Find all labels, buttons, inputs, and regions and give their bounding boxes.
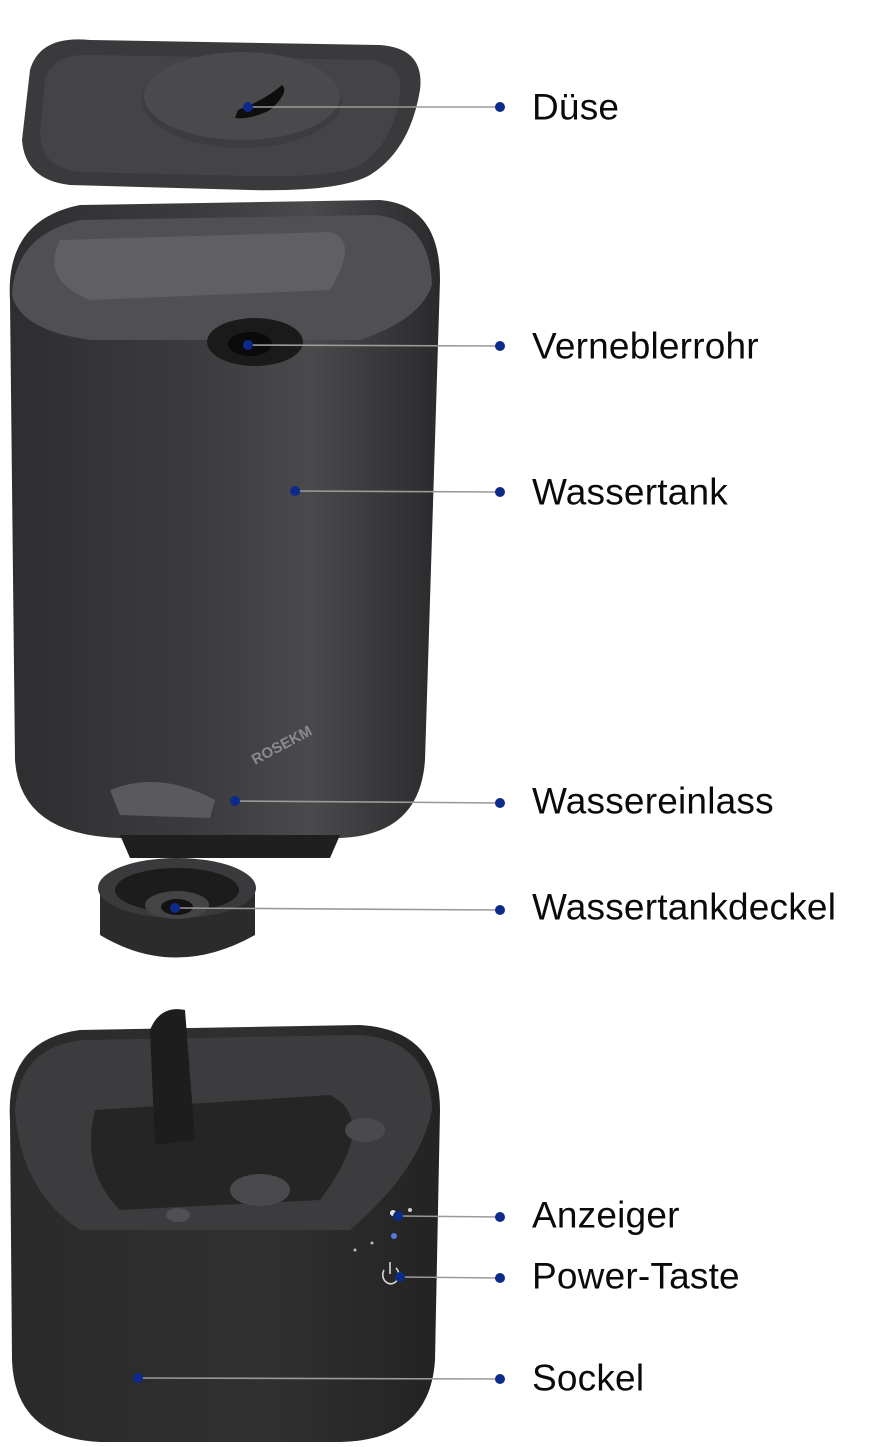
- base-unit: [9, 1009, 440, 1442]
- water-tank: ROSEKM: [9, 200, 440, 858]
- label-anzeiger: Anzeiger: [532, 1194, 680, 1236]
- label-sockel: Sockel: [532, 1357, 645, 1399]
- label-duese: Düse: [532, 86, 620, 128]
- label-wassereinlass: Wassereinlass: [532, 780, 774, 822]
- water-tank-cap: [98, 858, 256, 958]
- label-wassertank: Wassertank: [532, 471, 728, 513]
- callout-lines: [137, 106, 501, 1380]
- label-verneblerrohr: Verneblerrohr: [532, 325, 759, 367]
- label-power-taste: Power-Taste: [532, 1255, 740, 1297]
- label-wassertankdeckel: Wassertankdeckel: [532, 886, 837, 928]
- nozzle-lid: [22, 39, 421, 191]
- callout-dots: [133, 102, 505, 1384]
